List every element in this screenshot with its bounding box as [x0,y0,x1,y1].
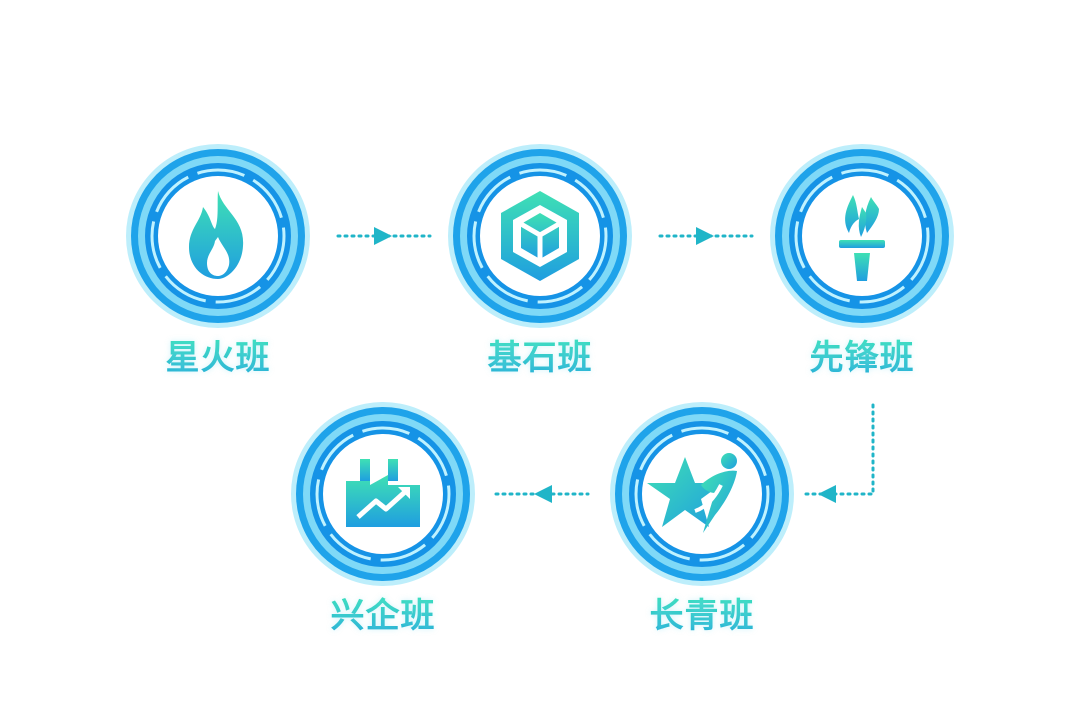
flame-icon [189,191,244,279]
connector-jishi-to-xianfeng [658,227,754,245]
stage-label: 先锋班 [762,338,962,378]
ring-badge [126,144,310,328]
stage-node-xianfeng [767,141,957,331]
stage-node-xingqi [288,399,478,589]
stage-node-jishi [445,141,635,331]
arrow-left-icon [818,485,836,503]
ring-badge [448,144,632,328]
ring-badge [610,402,794,586]
ring-badge [291,402,475,586]
arrow-right-icon [374,227,392,245]
ring-badge [770,144,954,328]
stage-label: 基石班 [440,338,640,378]
connector-xinghuo-to-jishi [336,227,432,245]
arrow-left-icon [534,485,552,503]
stage-label: 兴企班 [283,596,483,636]
connector-xianfeng-to-changqing [800,403,875,503]
stage-node-xinghuo [123,141,313,331]
stage-label: 星火班 [118,338,318,378]
stage-node-changqing [607,399,797,589]
star-person-icon [647,453,737,533]
cube-icon [501,191,579,281]
connector-changqing-to-xingqi [494,485,590,503]
stage-label: 长青班 [602,596,802,636]
factory-growth-icon [346,459,420,527]
torch-icon [839,195,885,281]
arrow-right-icon [696,227,714,245]
